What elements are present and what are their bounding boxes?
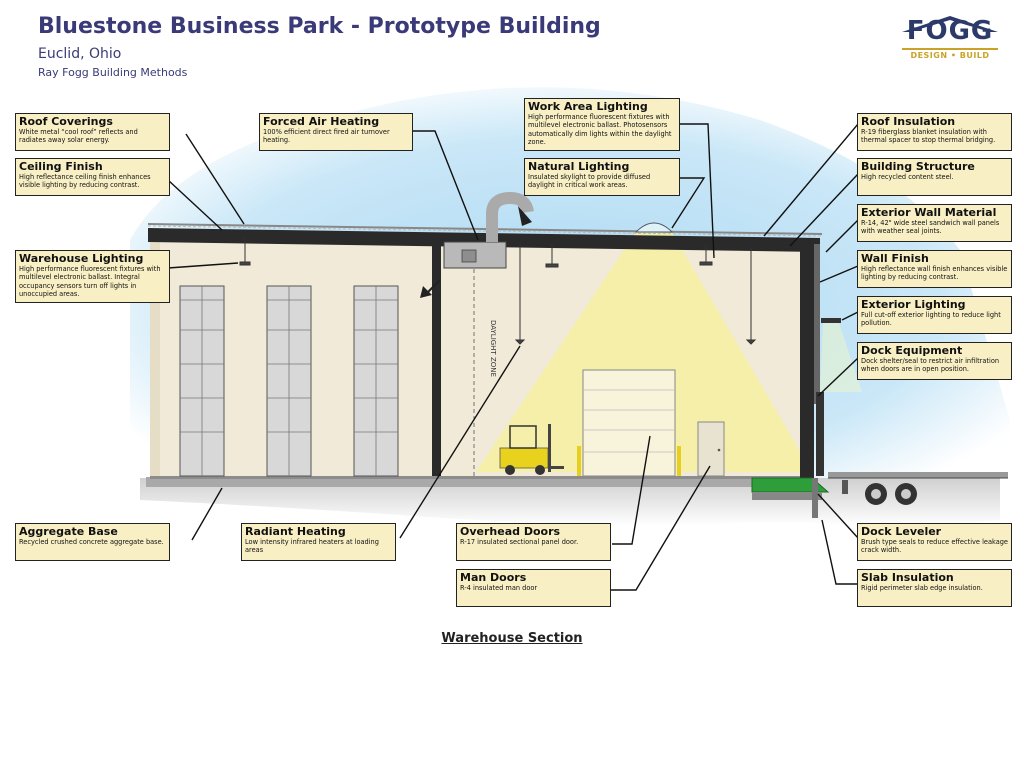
man-door — [697, 421, 725, 477]
callout-body: R-4 insulated man door — [460, 584, 538, 592]
callout-work-area-lighting: Work Area Lighting High performance fluo… — [524, 98, 680, 151]
callout-exterior-wall-material: Exterior Wall Material R-14, 42" wide st… — [857, 204, 1012, 242]
callout-title: Radiant Heating — [245, 525, 346, 538]
callout-title: Dock Leveler — [861, 525, 942, 538]
logo-wordmark: FOGG — [906, 16, 994, 46]
callout-warehouse-lighting: Warehouse Lighting High performance fluo… — [15, 250, 170, 303]
callout-body: High performance fluorescent fixtures wi… — [19, 265, 161, 299]
callout-dock-equipment: Dock Equipment Dock shelter/seal to rest… — [857, 342, 1012, 380]
callout-building-structure: Building Structure High recycled content… — [857, 158, 1012, 196]
callout-title: Exterior Lighting — [861, 298, 966, 311]
callout-title: Forced Air Heating — [263, 115, 380, 128]
roof-cover-line — [147, 223, 823, 235]
floor-slab — [150, 474, 812, 479]
callout-dock-leveler: Dock Leveler Brush type seals to reduce … — [857, 523, 1012, 561]
page-subtitle: Euclid, Ohio — [38, 46, 122, 62]
truck-trailer-icon — [828, 472, 1008, 505]
callout-title: Wall Finish — [861, 252, 929, 265]
callout-title: Building Structure — [861, 160, 975, 173]
callout-body: High reflectance ceiling finish enhances… — [19, 173, 151, 190]
exterior-light-icon — [821, 318, 841, 323]
page-byline: Ray Fogg Building Methods — [38, 66, 188, 79]
callout-title: Natural Lighting — [528, 160, 630, 173]
left-wall-shadow — [150, 238, 160, 476]
callout-title: Warehouse Lighting — [19, 252, 144, 265]
forced-air-heater-icon — [443, 191, 534, 269]
callout-body: R-17 insulated sectional panel door. — [460, 538, 579, 546]
callout-body: Low intensity infrared heaters at loadin… — [245, 538, 379, 555]
callout-body: R-19 fiberglass blanket insulation with … — [861, 128, 996, 145]
roof-deck — [148, 228, 820, 252]
skylight-dome — [634, 222, 674, 233]
callout-body: R-14, 42" wide steel sandwich wall panel… — [861, 219, 1000, 236]
overhead-door — [582, 369, 676, 477]
diagram-caption: Warehouse Section — [441, 631, 583, 646]
callout-title: Slab Insulation — [861, 571, 954, 584]
callout-title: Man Doors — [460, 571, 527, 584]
storage-racks — [179, 285, 399, 477]
callout-exterior-lighting: Exterior Lighting Full cut-off exterior … — [857, 296, 1012, 334]
callout-body: Full cut-off exterior lighting to reduce… — [861, 311, 1001, 328]
fogg-logo: FOGG DESIGN • BUILD — [898, 14, 1002, 66]
callout-aggregate-base: Aggregate Base Recycled crushed concrete… — [15, 523, 170, 561]
interior-column — [432, 242, 441, 476]
daylight-cone — [476, 232, 812, 472]
callout-slab-insulation: Slab Insulation Rigid perimeter slab edg… — [857, 569, 1012, 607]
logo-tagline: DESIGN • BUILD — [910, 51, 990, 60]
callout-forced-air-heating: Forced Air Heating 100% efficient direct… — [259, 113, 413, 151]
slab-insulation-board — [812, 478, 818, 518]
callout-body: High performance fluorescent fixtures wi… — [528, 113, 672, 147]
dock-shelter — [816, 392, 824, 476]
light-fixtures — [239, 238, 757, 345]
air-flow-arrow-icon — [420, 279, 441, 298]
callout-body: Dock shelter/seal to restrict air infilt… — [861, 357, 1000, 374]
callout-title: Roof Coverings — [19, 115, 113, 128]
aggregate-base-layer — [146, 477, 752, 487]
forklift-icon — [499, 424, 564, 475]
callout-title: Roof Insulation — [861, 115, 956, 128]
callout-roof-insulation: Roof Insulation R-19 fiberglass blanket … — [857, 113, 1012, 151]
diagram-caption-wrapper: Warehouse Section — [0, 627, 1024, 646]
callout-title: Work Area Lighting — [528, 100, 648, 113]
dock-leveler-plate — [751, 477, 830, 493]
callout-leader-lines — [167, 123, 859, 591]
exterior-wall — [800, 240, 814, 478]
callout-natural-lighting: Natural Lighting Insulated skylight to p… — [524, 158, 680, 196]
callout-body: Rigid perimeter slab edge insulation. — [861, 584, 983, 592]
callout-body: Brush type seals to reduce effective lea… — [861, 538, 1008, 555]
callout-body: Recycled crushed concrete aggregate base… — [19, 538, 164, 546]
callout-body: Insulated skylight to provide diffused d… — [528, 173, 651, 190]
page-title: Bluestone Business Park - Prototype Buil… — [38, 14, 601, 39]
callout-body: 100% efficient direct fired air turnover… — [263, 128, 390, 145]
callout-title: Dock Equipment — [861, 344, 963, 357]
callout-body: High reflectance wall finish enhances vi… — [861, 265, 1008, 282]
callout-radiant-heating: Radiant Heating Low intensity infrared h… — [241, 523, 396, 561]
callout-title: Aggregate Base — [19, 525, 118, 538]
callout-title: Ceiling Finish — [19, 160, 103, 173]
callout-body: High recycled content steel. — [861, 173, 954, 181]
callout-body: White metal “cool roof” reflects and rad… — [19, 128, 138, 145]
logo-roof-icon — [902, 16, 998, 50]
callout-ceiling-finish: Ceiling Finish High reflectance ceiling … — [15, 158, 170, 196]
daylight-zone-label: DAYLIGHT ZONE — [489, 320, 497, 377]
callout-title: Exterior Wall Material — [861, 206, 997, 219]
callout-roof-coverings: Roof Coverings White metal “cool roof” r… — [15, 113, 170, 151]
exterior-wall-panel — [814, 244, 820, 404]
callout-overhead-doors: Overhead Doors R-17 insulated sectional … — [456, 523, 611, 561]
callout-wall-finish: Wall Finish High reflectance wall finish… — [857, 250, 1012, 288]
callout-title: Overhead Doors — [460, 525, 561, 538]
callout-man-doors: Man Doors R-4 insulated man door — [456, 569, 611, 607]
